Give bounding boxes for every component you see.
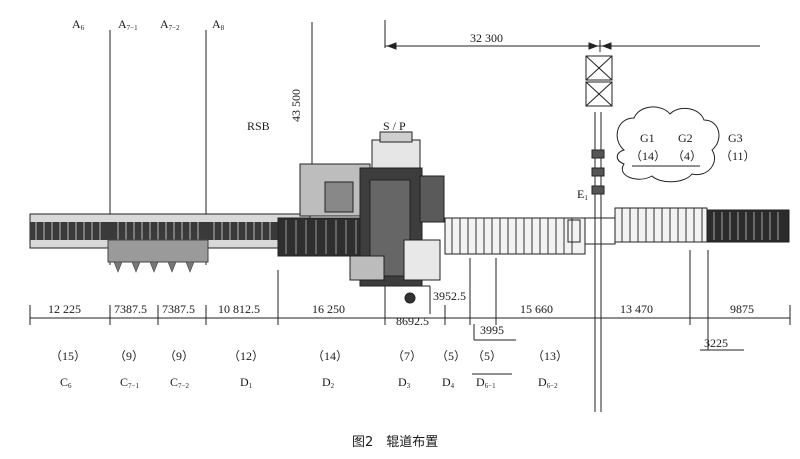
- dim-3952-5: 3952.5: [433, 289, 466, 303]
- section-d2-name: D2: [322, 375, 335, 390]
- section-d2-count: （14）: [312, 349, 348, 363]
- group-g2-count: （4）: [672, 149, 702, 163]
- section-d1-name: D1: [240, 375, 253, 390]
- top-span-dimension: [385, 40, 760, 52]
- top-span-value: 32 300: [470, 31, 503, 45]
- section-d3-name: D3: [398, 375, 411, 390]
- dim-3225: 3225: [704, 336, 728, 350]
- section-c7-1-name: C7−1: [120, 375, 139, 390]
- top-labels: A6 A7−1 A7−2 A8: [72, 17, 225, 32]
- rsb-label: RSB: [247, 119, 270, 133]
- group-g1-name: G1: [640, 131, 655, 145]
- top-label-a7-1: A7−1: [118, 17, 138, 32]
- dim-15660: 15 660: [520, 302, 553, 316]
- section-d6-1-count: （5）: [472, 349, 502, 363]
- section-c6-count: （15）: [50, 349, 86, 363]
- dim-16250: 16 250: [312, 302, 345, 316]
- dim-10812-5: 10 812.5: [218, 302, 260, 316]
- section-d4-count: （5）: [436, 349, 466, 363]
- section-c7-2-name: C7−2: [170, 375, 189, 390]
- vertical-dimension-value: 43 500: [289, 89, 303, 122]
- section-d6-2-count: （13）: [532, 349, 568, 363]
- section-d6-1-name: D6−1: [476, 375, 496, 390]
- dim-12225: 12 225: [48, 302, 81, 316]
- section-d4-name: D4: [442, 375, 455, 390]
- group-g3-name: G3: [728, 131, 743, 145]
- sp-label: S / P: [383, 119, 406, 133]
- dim-3995: 3995: [480, 323, 504, 337]
- section-d3-count: （7）: [392, 349, 422, 363]
- cloud-groups: G1 G2 G3 （14） （4） （11）: [630, 131, 756, 163]
- section-c7-2-count: （9）: [164, 349, 194, 363]
- bottom-dimension-values: 12 225 7387.5 7387.5 10 812.5 16 250 869…: [48, 289, 754, 350]
- section-d6-2-name: D6−2: [538, 375, 558, 390]
- e1-label: E1: [577, 187, 588, 202]
- dim-9875: 9875: [730, 302, 754, 316]
- roller-table-band: [29, 207, 790, 273]
- group-g1-count: （14）: [630, 149, 666, 163]
- section-c7-1-count: （9）: [114, 349, 144, 363]
- section-labels: （15） C6 （9） C7−1 （9） C7−2 （12） D1 （14） D…: [50, 349, 568, 390]
- dim-7387-5-b: 7387.5: [162, 302, 195, 316]
- group-g2-name: G2: [678, 131, 693, 145]
- group-g3-count: （11）: [720, 149, 756, 163]
- top-label-a6: A6: [72, 17, 85, 32]
- top-label-a8: A8: [212, 17, 225, 32]
- dim-7387-5-a: 7387.5: [114, 302, 147, 316]
- sp-machine: [299, 131, 445, 314]
- section-d1-count: （12）: [228, 349, 264, 363]
- bottom-dimension-line: [29, 250, 791, 351]
- top-label-a7-2: A7−2: [160, 17, 180, 32]
- dim-13470: 13 470: [620, 302, 653, 316]
- figure-caption: 图2 辊道布置: [352, 435, 438, 450]
- e1-mast: [585, 55, 613, 412]
- cloud-outline: [616, 106, 720, 183]
- dim-8692-5: 8692.5: [396, 314, 429, 328]
- section-c6-name: C6: [60, 375, 72, 390]
